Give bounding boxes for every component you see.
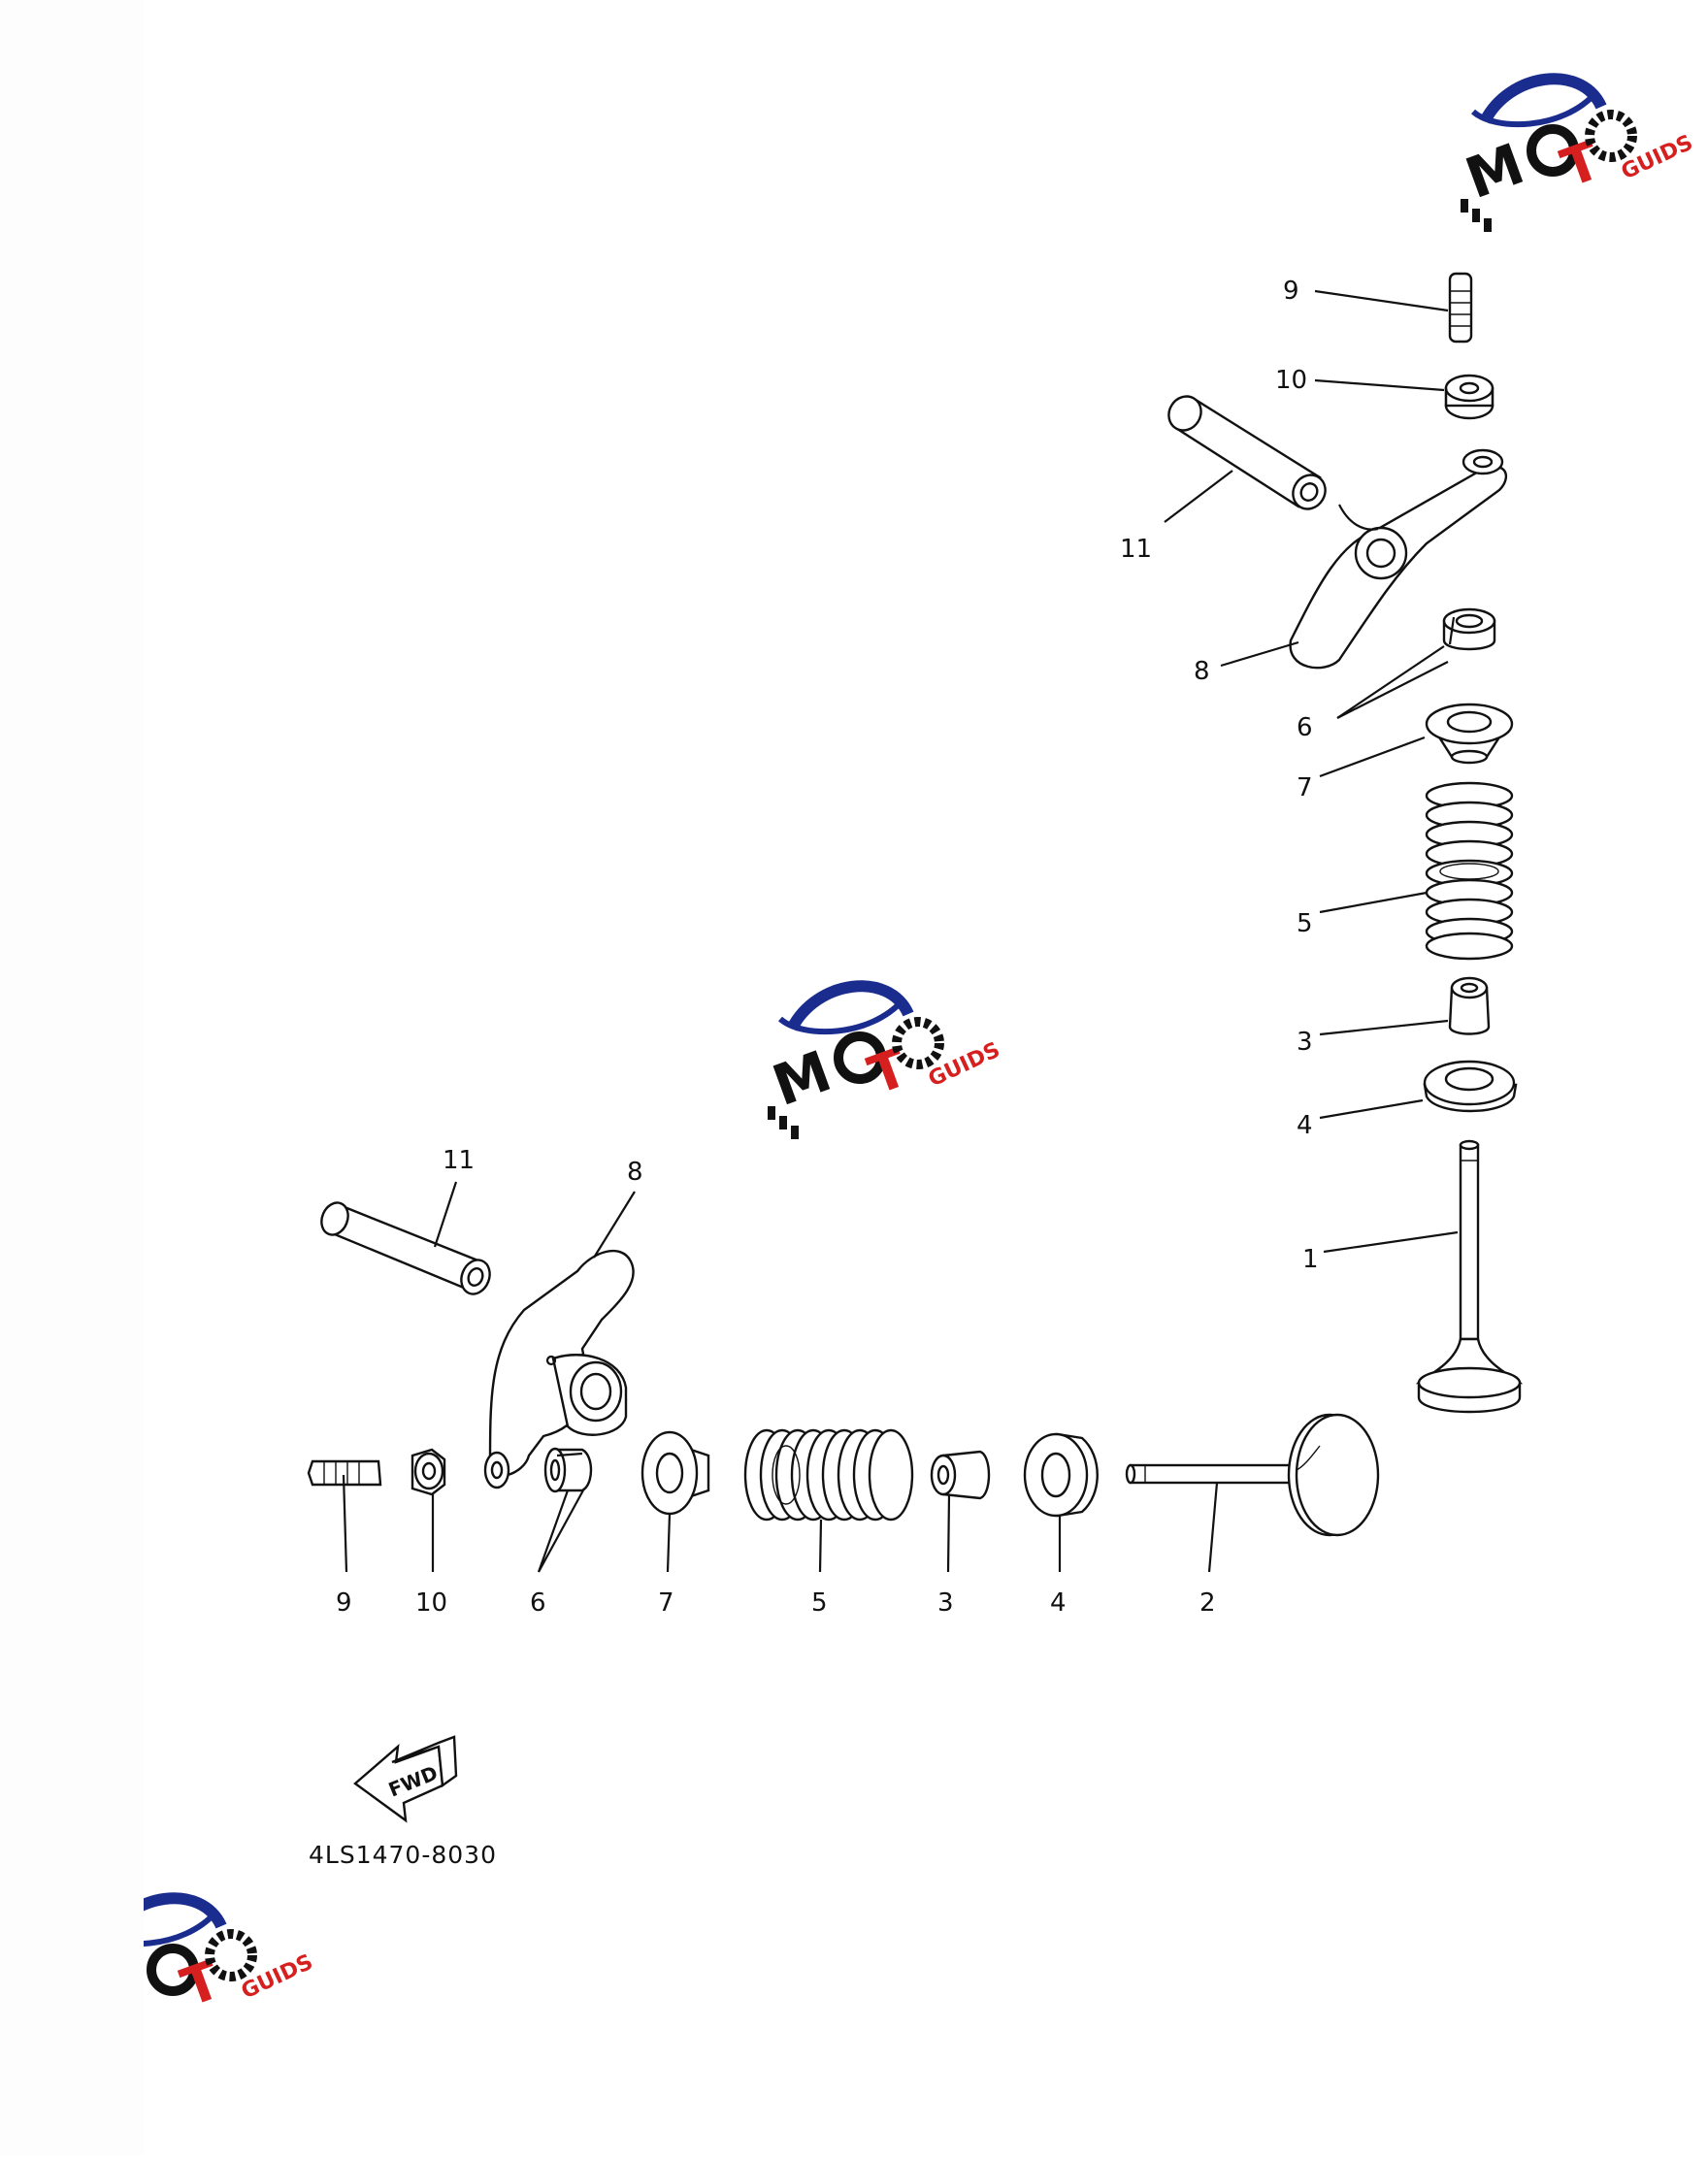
callout-right-8: 8 xyxy=(1194,657,1210,686)
lock-nut-upper xyxy=(1444,374,1494,420)
spring-retainer-lower xyxy=(640,1430,710,1516)
callout-left-8: 8 xyxy=(627,1158,643,1187)
watermark-logo-top-right xyxy=(1458,79,1697,232)
callout-left-4: 4 xyxy=(1050,1588,1067,1618)
adjusting-screw-lower xyxy=(307,1459,382,1487)
callout-left-10: 10 xyxy=(415,1588,447,1618)
callout-right-9: 9 xyxy=(1283,277,1299,306)
valve-stem-seal-lower xyxy=(930,1450,991,1500)
callout-left-9: 9 xyxy=(336,1588,352,1618)
forward-direction-arrow: FWD xyxy=(353,1735,458,1823)
valve-stem-seal-upper xyxy=(1448,976,1491,1035)
callout-right-11: 11 xyxy=(1120,535,1152,564)
valve-spring-lower xyxy=(743,1428,914,1522)
rocker-arm-upper xyxy=(1289,448,1508,670)
callout-right-7: 7 xyxy=(1297,773,1313,802)
callout-right-1: 1 xyxy=(1302,1245,1319,1274)
intake-valve-upper xyxy=(1415,1139,1524,1414)
adjusting-screw-upper xyxy=(1448,272,1473,344)
watermark-logo-center xyxy=(765,986,1004,1139)
callout-left-6: 6 xyxy=(530,1588,546,1618)
callout-right-5: 5 xyxy=(1297,909,1313,938)
callout-left-3: 3 xyxy=(937,1588,954,1618)
lock-nut-lower xyxy=(411,1448,446,1496)
spring-retainer-upper xyxy=(1425,703,1514,765)
rocker-shaft-lower xyxy=(320,1201,491,1295)
valve-cotters-upper xyxy=(1442,607,1496,651)
page-margin-band xyxy=(0,0,144,2155)
part-code: 4LS1470-8030 xyxy=(309,1841,497,1869)
callout-right-6: 6 xyxy=(1297,713,1313,742)
callout-right-3: 3 xyxy=(1297,1028,1313,1057)
valve-spring-upper xyxy=(1425,781,1514,961)
callout-left-2: 2 xyxy=(1199,1588,1216,1618)
callout-right-4: 4 xyxy=(1297,1111,1313,1140)
rocker-shaft-upper xyxy=(1167,395,1327,510)
callout-left-5: 5 xyxy=(811,1588,828,1618)
callout-left-7: 7 xyxy=(658,1588,674,1618)
callout-right-10: 10 xyxy=(1275,366,1307,395)
exhaust-valve-lower xyxy=(1125,1413,1380,1537)
rocker-arm-lower xyxy=(483,1250,635,1489)
spring-seat-upper xyxy=(1423,1060,1518,1113)
callout-left-11: 11 xyxy=(443,1146,475,1175)
valve-cotters-lower xyxy=(543,1447,593,1493)
spring-seat-lower xyxy=(1023,1432,1099,1518)
